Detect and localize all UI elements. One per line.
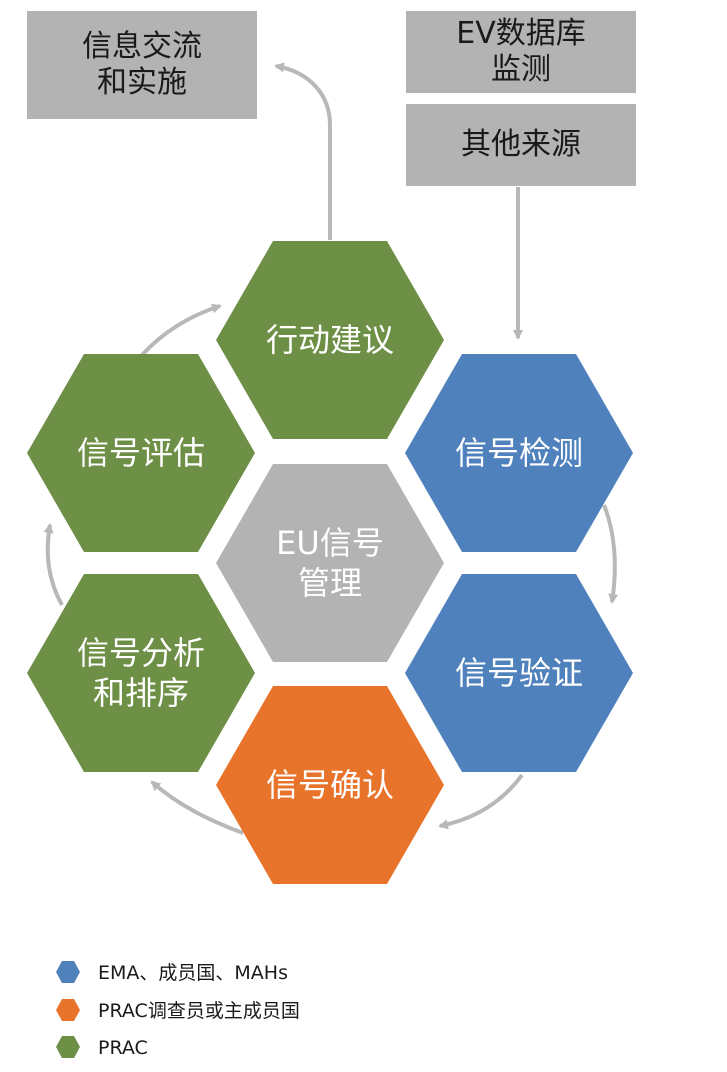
info-exchange-label: 信息交流 和实施: [82, 29, 202, 100]
hexagon-detect-shape: [405, 354, 633, 552]
legend-label: PRAC调查员或主成员国: [98, 1000, 300, 1022]
hexagon-confirm: 信号确认: [216, 686, 444, 884]
other-sources-box: 其他来源: [406, 104, 636, 186]
legend-item-blue: EMA、成员国、MAHs: [56, 961, 288, 984]
arrow-detect-to-validate: [602, 504, 619, 604]
arrow-confirm-to-analyze: [150, 780, 244, 835]
legend-item-green: PRAC: [56, 1036, 148, 1059]
arrow-validate-to-confirm: [438, 773, 524, 830]
hexagon-validate-label: 信号验证: [455, 654, 583, 692]
legend-item-orange: PRAC调查员或主成员国: [56, 999, 300, 1022]
hexagon-confirm-label: 信号确认: [266, 766, 394, 804]
hexagon-analyze-shape: [27, 574, 255, 772]
legend-marker-icon: [56, 961, 80, 983]
hexagon-validate: 信号验证: [405, 574, 633, 772]
arrow-evaluate-to-action: [140, 303, 222, 357]
other-sources-label: 其他来源: [461, 127, 581, 162]
hexagon-analyze-label: 信号分析: [77, 634, 205, 672]
hexagon-evaluate-shape: [27, 354, 255, 552]
hexagon-action: 行动建议: [216, 241, 444, 439]
hexagon-center-label: 管理: [298, 564, 362, 602]
info-exchange-box: 信息交流 和实施: [27, 11, 257, 119]
hexagon-action-label: 行动建议: [266, 321, 394, 359]
legend-label: EMA、成员国、MAHs: [98, 962, 288, 984]
hexagon-evaluate: 信号评估: [27, 354, 255, 552]
arrow-analyze-to-evaluate: [43, 523, 64, 606]
legend: EMA、成员国、MAHs PRAC调查员或主成员国 PRAC: [56, 961, 300, 1059]
hexagon-validate-shape: [405, 574, 633, 772]
hexagon-confirm-shape: [216, 686, 444, 884]
legend-marker-icon: [56, 999, 80, 1021]
legend-marker-icon: [56, 1036, 80, 1058]
ev-database-label: EV数据库 监测: [456, 16, 586, 87]
hexagon-center-label: EU信号: [276, 524, 384, 562]
hexagon-detect: 信号检测: [405, 354, 633, 552]
hexagon-center-shape: [216, 464, 444, 662]
connectors: [43, 62, 619, 835]
legend-label: PRAC: [98, 1037, 148, 1059]
hexagon-action-shape: [216, 241, 444, 439]
hexagon-analyze-label: 和排序: [93, 674, 189, 712]
hexagon-evaluate-label: 信号评估: [77, 434, 205, 472]
arrow-action-to-info: [274, 62, 332, 240]
hexagon-detect-label: 信号检测: [455, 434, 583, 472]
ev-database-box: EV数据库 监测: [406, 11, 636, 93]
